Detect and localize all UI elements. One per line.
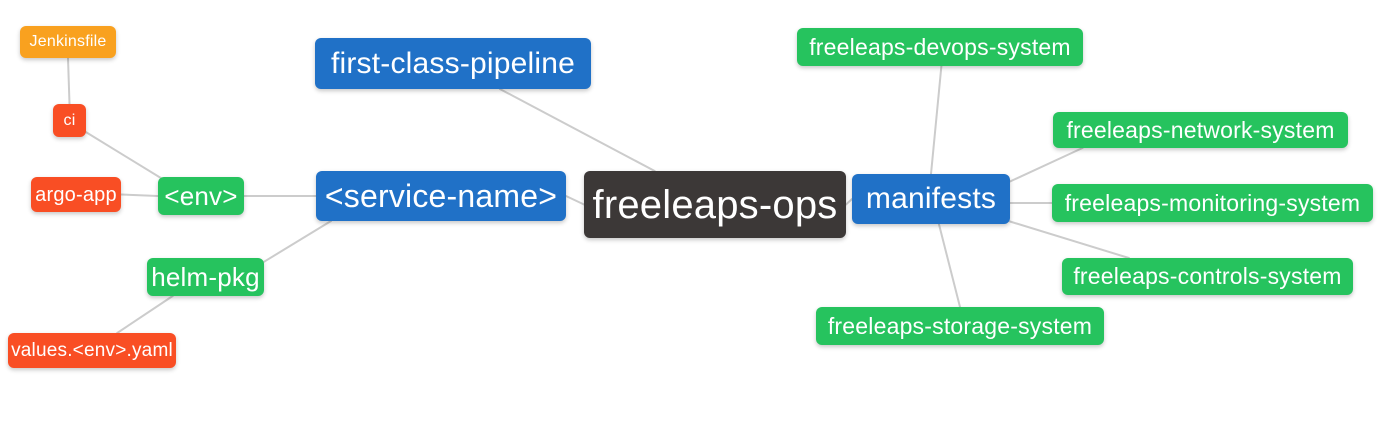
node-ci[interactable]: ci	[53, 104, 86, 137]
node-network-system[interactable]: freeleaps-network-system	[1053, 112, 1348, 148]
edge-service-name-to-freeleaps-ops	[565, 195, 585, 206]
edge-first-class-pipeline-to-freeleaps-ops	[498, 88, 656, 172]
node-devops-system[interactable]: freeleaps-devops-system	[797, 28, 1083, 66]
node-storage-system[interactable]: freeleaps-storage-system	[816, 307, 1104, 345]
edge-argo-app-to-env	[120, 193, 159, 197]
node-freeleaps-ops[interactable]: freeleaps-ops	[584, 171, 846, 238]
node-controls-system[interactable]: freeleaps-controls-system	[1062, 258, 1353, 295]
edge-manifests-to-controls-system	[1009, 220, 1130, 259]
node-jenkinsfile[interactable]: Jenkinsfile	[20, 26, 116, 58]
edge-manifests-to-storage-system	[937, 223, 961, 308]
node-helm-pkg[interactable]: helm-pkg	[147, 258, 264, 296]
edge-helm-pkg-to-service-name	[263, 220, 332, 263]
edge-values-env-yaml-to-helm-pkg	[116, 295, 174, 334]
edge-manifests-to-network-system	[1009, 147, 1084, 183]
node-monitoring-system[interactable]: freeleaps-monitoring-system	[1052, 184, 1373, 222]
edge-jenkinsfile-to-ci	[67, 57, 71, 105]
node-argo-app[interactable]: argo-app	[31, 177, 121, 212]
node-service-name[interactable]: <service-name>	[316, 171, 566, 221]
node-env[interactable]: <env>	[158, 177, 244, 215]
node-first-class-pipeline[interactable]: first-class-pipeline	[315, 38, 591, 89]
node-manifests[interactable]: manifests	[852, 174, 1010, 224]
node-values-env-yaml[interactable]: values.<env>.yaml	[8, 333, 176, 368]
edge-manifests-to-devops-system	[930, 65, 943, 175]
edge-ci-to-env	[85, 131, 164, 180]
